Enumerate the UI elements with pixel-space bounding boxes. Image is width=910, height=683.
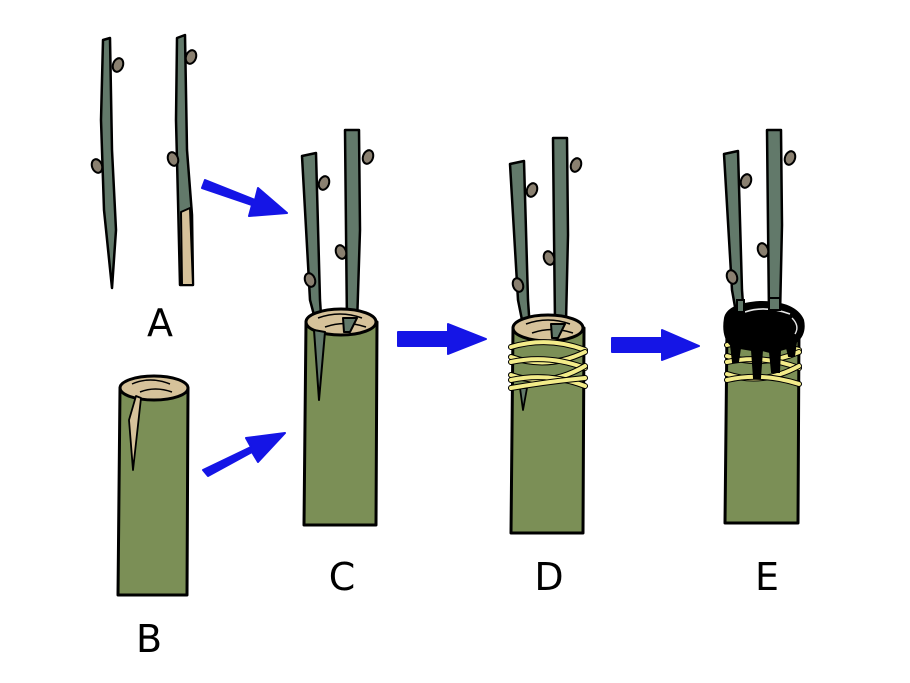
bud	[542, 250, 556, 266]
scion-cut-face	[180, 207, 194, 286]
inserted-wedge	[313, 329, 326, 401]
scion-left	[722, 149, 753, 320]
twine-strand	[509, 375, 587, 388]
step-b-rootstock	[116, 374, 190, 597]
twine-strand	[725, 374, 801, 386]
scion-wedge-1	[90, 36, 125, 290]
bud	[569, 157, 583, 173]
label-step-d: D	[534, 555, 564, 599]
bud	[111, 57, 125, 73]
label-step-b: B	[135, 617, 163, 661]
rootstock-cut-top	[511, 313, 585, 343]
scion-wedge-2	[166, 33, 198, 287]
bud	[317, 175, 331, 191]
arrow-a-to-c	[201, 179, 288, 217]
bud	[756, 242, 770, 258]
label-step-a: A	[147, 301, 173, 345]
twine-strand	[509, 340, 587, 352]
twine-strand	[509, 357, 587, 370]
bud	[525, 182, 539, 198]
arrow-b-to-c	[202, 432, 286, 477]
step-d-tied	[508, 136, 588, 535]
twine-strand	[509, 376, 587, 390]
arrow-d-to-e	[611, 329, 700, 361]
label-step-e: E	[754, 555, 780, 599]
bud	[334, 244, 348, 260]
bud	[303, 272, 317, 288]
bud	[90, 158, 104, 174]
bud	[783, 150, 797, 166]
rootstock-cleft	[128, 395, 142, 471]
bud	[361, 149, 375, 165]
scion-right	[334, 128, 375, 327]
step-e-sealed	[722, 128, 805, 525]
arrow-c-to-d	[397, 323, 487, 355]
label-step-c: C	[328, 555, 356, 599]
bud	[511, 277, 525, 293]
step-c-inserted	[300, 128, 379, 527]
bud	[739, 173, 753, 189]
step-a-scions	[90, 33, 198, 290]
grafting-wax-seal	[723, 300, 805, 379]
scion-right	[756, 128, 797, 317]
bud	[725, 269, 739, 285]
scion-left	[508, 159, 539, 332]
bud	[166, 151, 180, 167]
rootstock	[302, 307, 379, 527]
scion-right	[542, 136, 583, 324]
bud	[184, 49, 198, 65]
scion-left	[300, 151, 331, 332]
twine-wrap	[508, 339, 588, 391]
